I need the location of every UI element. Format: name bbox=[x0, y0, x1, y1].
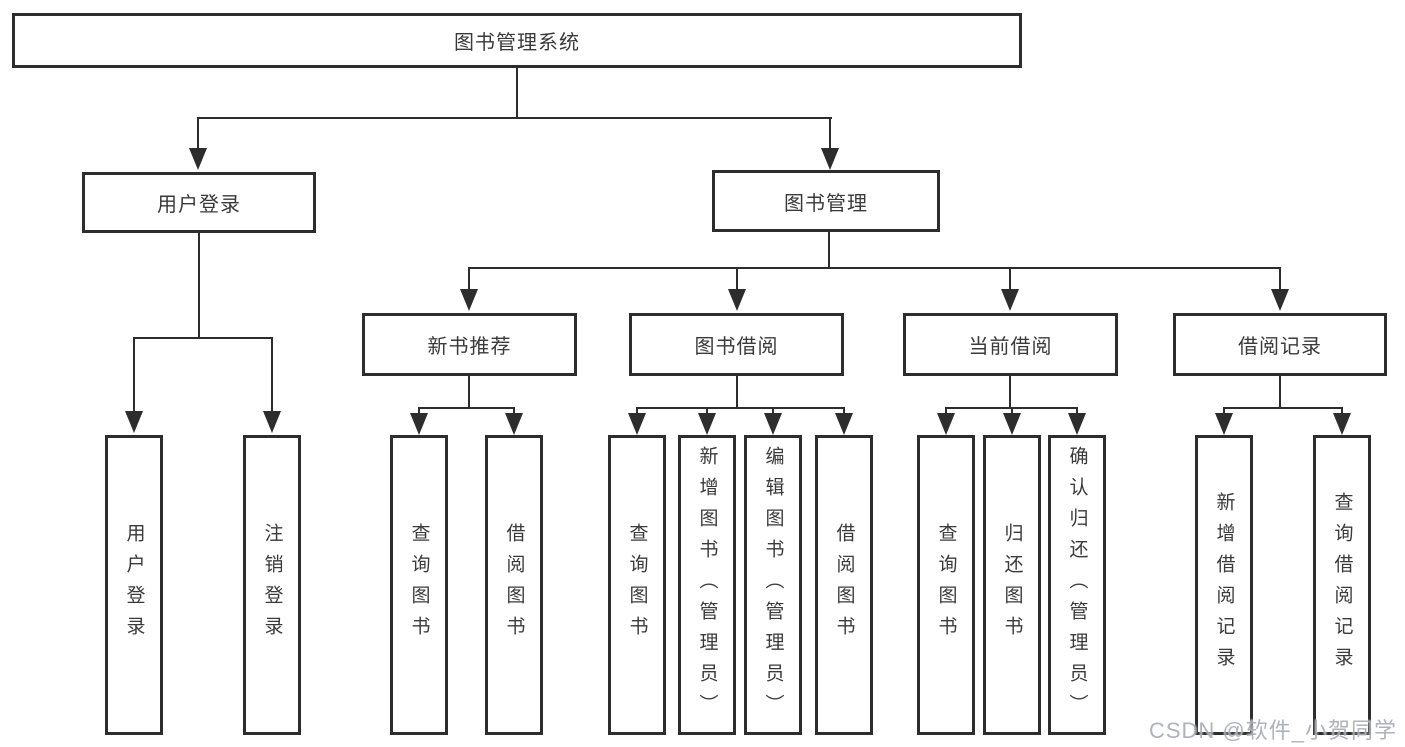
node-new-book-recommend: 新书推荐 bbox=[362, 313, 577, 376]
leaf-label: 查询图书 bbox=[935, 523, 957, 647]
arrow-down-icon bbox=[821, 148, 839, 170]
connector-line bbox=[513, 407, 515, 415]
connector-line bbox=[1076, 407, 1078, 415]
leaf-label: 新增借阅记录 bbox=[1213, 492, 1235, 678]
connector-line bbox=[516, 66, 518, 118]
leaf-label: 查询图书 bbox=[408, 523, 430, 647]
leaf-label: 归还图书 bbox=[1001, 523, 1023, 647]
leaf-return-books: 归还图书 bbox=[983, 435, 1041, 735]
leaf-borrow-books: 借阅图书 bbox=[815, 435, 873, 735]
arrow-down-icon bbox=[1333, 413, 1351, 435]
arrow-down-icon bbox=[505, 413, 523, 435]
connector-line bbox=[843, 407, 845, 415]
arrow-down-icon bbox=[835, 413, 853, 435]
node-label: 当前借阅 bbox=[968, 336, 1053, 358]
arrow-down-icon bbox=[1003, 413, 1021, 435]
leaf-label: 查询图书 bbox=[626, 523, 648, 647]
leaf-label: 确认归还（管理员） bbox=[1066, 445, 1088, 725]
arrow-down-icon bbox=[125, 411, 143, 433]
leaf-query-borrow-record: 查询借阅记录 bbox=[1313, 435, 1371, 735]
leaf-add-borrow-record: 新增借阅记录 bbox=[1195, 435, 1253, 735]
node-label: 借阅记录 bbox=[1238, 336, 1322, 358]
node-label: 图书管理 bbox=[784, 192, 868, 215]
connector-line bbox=[1011, 407, 1013, 415]
arrow-down-icon bbox=[263, 411, 281, 433]
connector-line bbox=[1279, 267, 1281, 293]
leaf-label: 查询借阅记录 bbox=[1331, 492, 1353, 678]
arrow-down-icon bbox=[460, 289, 478, 311]
connector-line bbox=[945, 407, 947, 415]
node-current-borrow: 当前借阅 bbox=[903, 313, 1118, 376]
node-label: 新书推荐 bbox=[427, 336, 512, 358]
arrow-down-icon bbox=[937, 413, 955, 435]
arrow-down-icon bbox=[764, 413, 782, 435]
arrow-down-icon bbox=[189, 148, 207, 170]
connector-line bbox=[133, 337, 135, 415]
arrow-down-icon bbox=[1271, 289, 1289, 311]
connector-line bbox=[418, 407, 420, 415]
connector-line bbox=[197, 117, 199, 153]
connector-line bbox=[198, 231, 200, 338]
arrow-down-icon bbox=[698, 413, 716, 435]
connector-line bbox=[468, 374, 470, 408]
connector-line bbox=[1223, 407, 1225, 415]
leaf-add-books-admin: 新增图书（管理员） bbox=[678, 435, 736, 735]
connector-line bbox=[1223, 407, 1343, 409]
arrow-down-icon bbox=[1215, 413, 1233, 435]
leaf-query-books: 查询图书 bbox=[390, 435, 448, 735]
connector-line bbox=[133, 337, 273, 339]
leaf-confirm-return-admin: 确认归还（管理员） bbox=[1048, 435, 1106, 735]
node-label: 用户登录 bbox=[157, 194, 241, 216]
connector-line bbox=[1341, 407, 1343, 415]
connector-line bbox=[271, 337, 273, 415]
node-borrow-records: 借阅记录 bbox=[1173, 313, 1387, 376]
connector-line bbox=[828, 230, 830, 268]
connector-line bbox=[636, 407, 638, 415]
arrow-down-icon bbox=[410, 413, 428, 435]
connector-line bbox=[1279, 374, 1281, 408]
leaf-label: 新增图书（管理员） bbox=[696, 445, 718, 725]
leaf-logout: 注销登录 bbox=[243, 435, 301, 735]
connector-line bbox=[772, 407, 774, 415]
connector-line bbox=[736, 374, 738, 408]
arrow-down-icon bbox=[628, 413, 646, 435]
connector-line bbox=[736, 267, 738, 293]
connector-line bbox=[706, 407, 708, 415]
arrow-down-icon bbox=[728, 289, 746, 311]
leaf-edit-books-admin: 编辑图书（管理员） bbox=[744, 435, 802, 735]
node-book-borrow: 图书借阅 bbox=[629, 313, 844, 376]
connector-line bbox=[1009, 374, 1011, 408]
leaf-label: 注销登录 bbox=[261, 523, 283, 647]
csdn-watermark: CSDN @软件_小贺同学 bbox=[1148, 718, 1397, 743]
connector-line bbox=[418, 407, 515, 409]
node-library-system: 图书管理系统 bbox=[12, 13, 1022, 68]
leaf-label: 借阅图书 bbox=[833, 523, 855, 647]
node-book-management: 图书管理 bbox=[712, 170, 940, 232]
leaf-label: 编辑图书（管理员） bbox=[762, 445, 784, 725]
leaf-query-books: 查询图书 bbox=[917, 435, 975, 735]
connector-line bbox=[636, 407, 845, 409]
connector-line bbox=[468, 267, 1281, 269]
connector-line bbox=[1009, 267, 1011, 293]
connector-line bbox=[197, 117, 832, 119]
leaf-label: 借阅图书 bbox=[503, 523, 525, 647]
arrow-down-icon bbox=[1001, 289, 1019, 311]
connector-line bbox=[468, 267, 470, 293]
node-user-login: 用户登录 bbox=[82, 172, 316, 233]
arrow-down-icon bbox=[1068, 413, 1086, 435]
leaf-label: 用户登录 bbox=[123, 523, 145, 647]
leaf-borrow-books: 借阅图书 bbox=[485, 435, 543, 735]
connector-line bbox=[829, 117, 831, 153]
node-label: 图书借阅 bbox=[694, 336, 779, 358]
node-label: 图书管理系统 bbox=[454, 32, 580, 54]
leaf-user-login: 用户登录 bbox=[105, 435, 163, 735]
leaf-query-books: 查询图书 bbox=[608, 435, 666, 735]
